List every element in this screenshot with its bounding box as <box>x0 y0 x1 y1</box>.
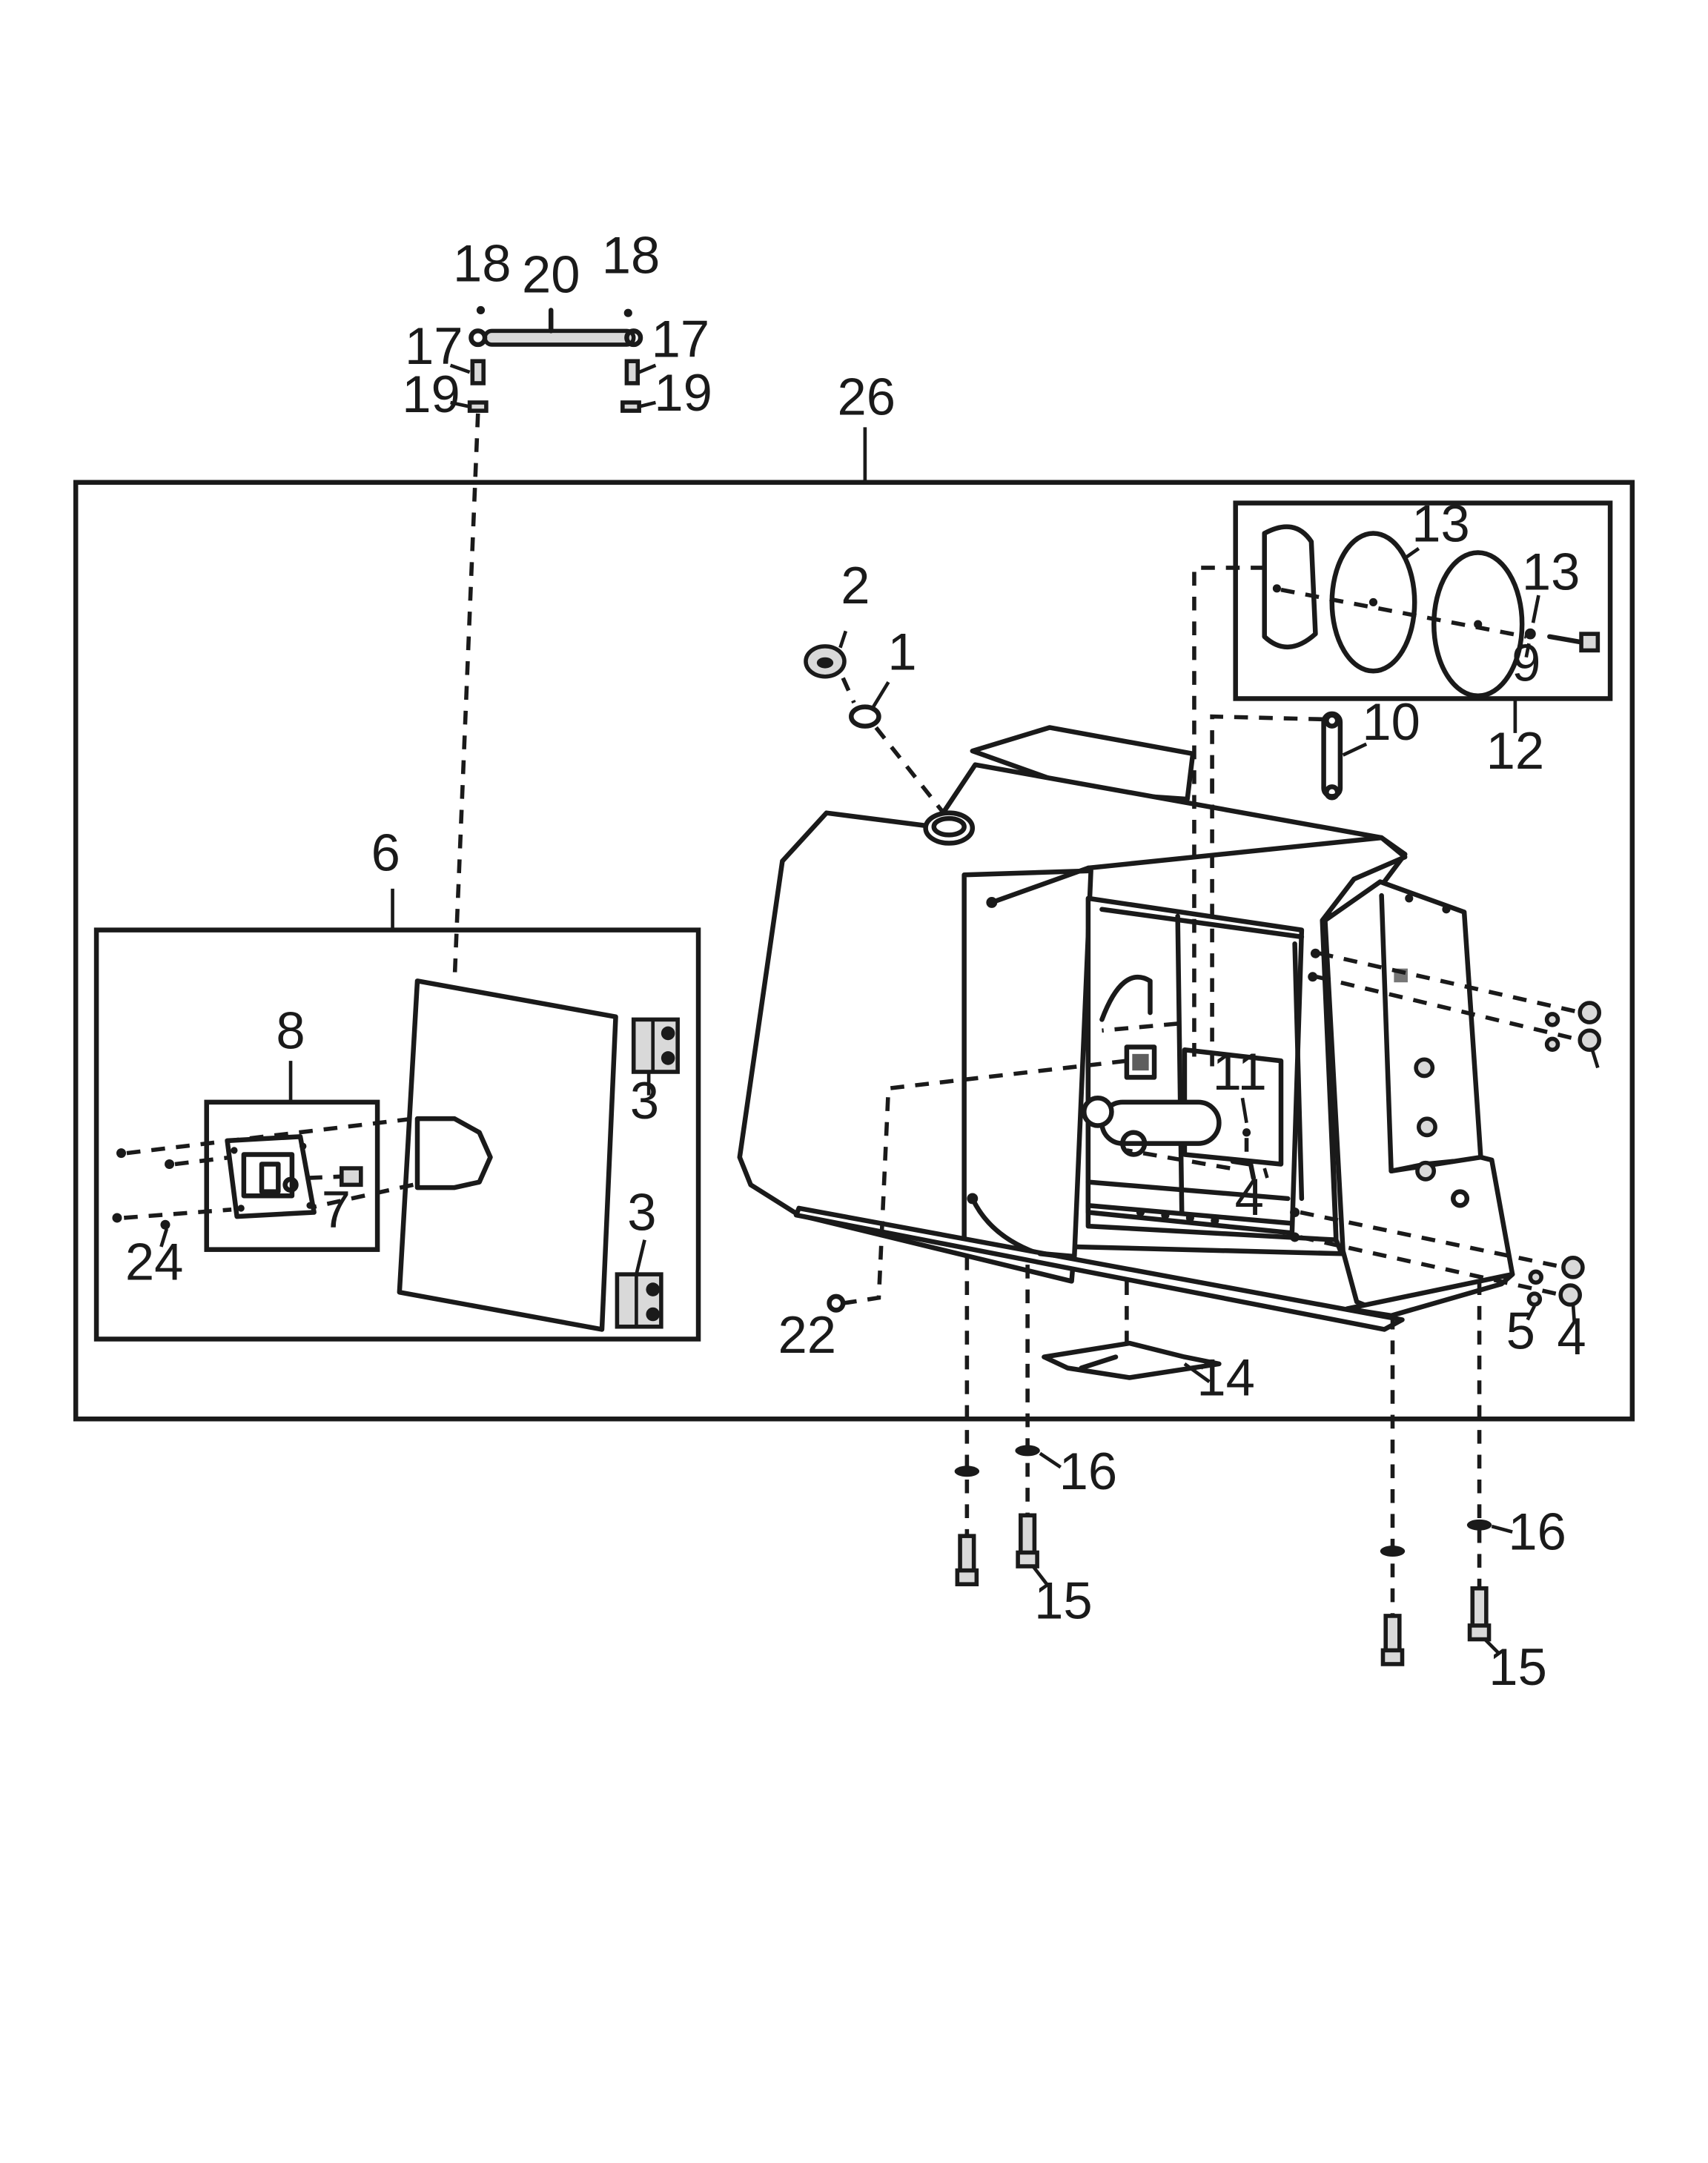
access-door <box>397 978 618 1332</box>
callout-5: 5 <box>1506 1301 1535 1359</box>
callout-1: 1 <box>887 622 916 680</box>
callout-13-right: 13 <box>1522 543 1580 601</box>
bottom-cover <box>1042 1340 1222 1380</box>
callout-10: 10 <box>1362 692 1420 751</box>
callout-16-right: 16 <box>1508 1503 1566 1561</box>
callout-17-left: 17 <box>405 317 463 375</box>
mounting-bolts <box>954 1445 1492 1666</box>
callout-20: 20 <box>522 245 580 303</box>
callout-4-lower: 4 <box>1557 1307 1586 1365</box>
assembly-frame-26 <box>73 480 1635 1422</box>
assembly-frame-6 <box>93 927 701 1342</box>
callout-12: 12 <box>1486 721 1545 780</box>
callout-18-right: 18 <box>602 225 661 284</box>
callout-4-upper: 4 <box>1235 1167 1264 1226</box>
callout-9: 9 <box>1512 633 1540 692</box>
callout-2: 2 <box>841 556 870 615</box>
callout-3-upper: 3 <box>630 1071 659 1130</box>
hinge-lower <box>615 1272 663 1329</box>
latch-assembly <box>225 1134 363 1219</box>
filler-cap <box>804 644 847 679</box>
sight-glass-assembly <box>1262 524 1601 698</box>
callout-3-lower: 3 <box>627 1183 656 1242</box>
retaining-strap <box>1321 711 1343 801</box>
callout-26: 26 <box>837 368 896 426</box>
assembly-frame-12 <box>1233 500 1613 701</box>
callout-15-left: 15 <box>1034 1571 1093 1630</box>
callout-13-left: 13 <box>1411 494 1470 553</box>
callout-6: 6 <box>371 824 400 882</box>
callout-7: 7 <box>322 1180 351 1239</box>
callout-17-right: 17 <box>652 310 710 368</box>
callout-15-right: 15 <box>1489 1637 1547 1696</box>
callout-14: 14 <box>1196 1348 1255 1407</box>
callout-11: 11 <box>1213 1042 1267 1101</box>
callout-18-left: 18 <box>453 233 512 292</box>
callout-8: 8 <box>276 1001 305 1059</box>
callout-19-right: 19 <box>654 363 712 422</box>
gasket-ring <box>849 704 881 729</box>
callout-24: 24 <box>125 1233 184 1291</box>
tank-body <box>737 725 1515 1332</box>
hinge-upper <box>631 1017 680 1074</box>
gas-strut <box>449 305 657 413</box>
callout-16-left: 16 <box>1059 1442 1118 1500</box>
callout-22: 22 <box>778 1305 837 1364</box>
callout-19-left: 19 <box>402 365 460 423</box>
